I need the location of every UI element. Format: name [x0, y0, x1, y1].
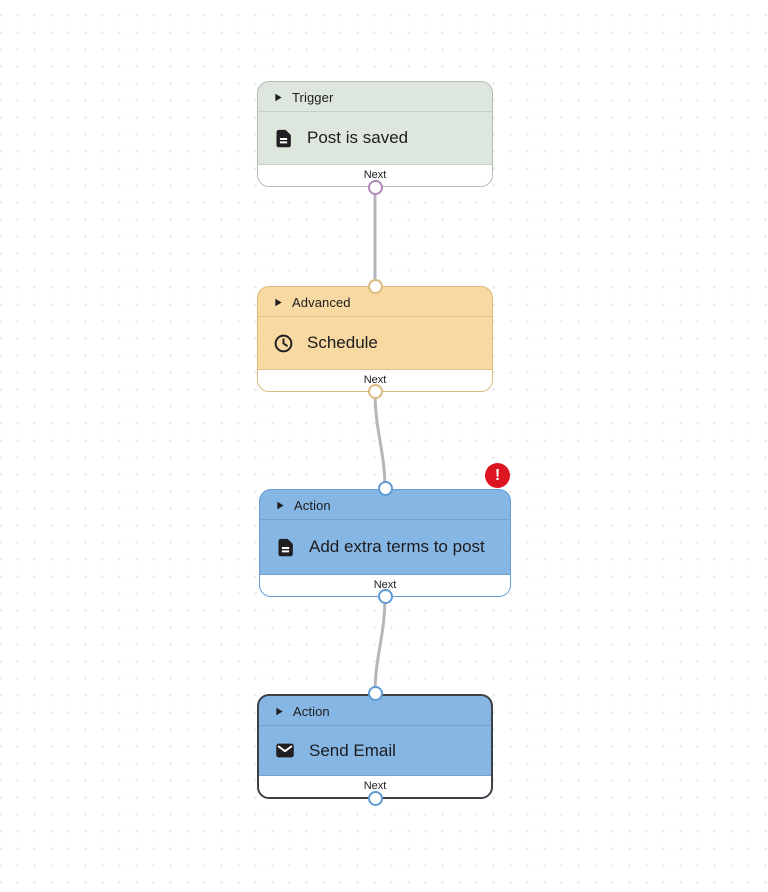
port-output-action-send-email[interactable] — [368, 791, 383, 806]
node-category-label: Action — [294, 498, 331, 513]
node-footer: Next — [258, 164, 492, 186]
document-icon — [276, 129, 291, 147]
document-icon — [278, 538, 293, 556]
node-header-collapse-toggle[interactable]: Trigger — [258, 82, 492, 112]
node-header-collapse-toggle[interactable]: Action — [259, 696, 491, 726]
edge-connector — [373, 595, 387, 696]
node-footer: Next — [259, 775, 491, 797]
port-input-advanced[interactable] — [368, 279, 383, 294]
node-body: Send Email — [259, 726, 491, 775]
node-category-label: Advanced — [292, 295, 351, 310]
node-category-label: Trigger — [292, 90, 334, 105]
node-title: Send Email — [309, 740, 396, 760]
node-action-add-extra-terms[interactable]: Action Add extra terms to post Next — [259, 489, 511, 597]
node-title: Add extra terms to post — [309, 537, 485, 556]
disclosure-triangle-icon — [275, 93, 282, 102]
port-output-action-add-extra-terms[interactable] — [378, 589, 393, 604]
next-label: Next — [363, 374, 387, 386]
node-title: Post is saved — [307, 128, 409, 147]
next-label: Next — [363, 169, 387, 181]
node-body: Add extra terms to post — [260, 520, 510, 574]
disclosure-triangle-icon — [277, 501, 284, 510]
next-label: Next — [363, 780, 387, 792]
node-footer: Next — [258, 369, 492, 391]
node-header-collapse-toggle[interactable]: Action — [260, 490, 510, 520]
disclosure-triangle-icon — [275, 298, 282, 307]
node-body: Post is saved — [258, 112, 492, 164]
error-status-badge: ! — [485, 463, 510, 488]
node-category-label: Action — [293, 704, 330, 719]
node-body: Schedule — [258, 317, 492, 369]
node-title: Schedule — [307, 333, 378, 352]
clock-icon — [274, 334, 293, 352]
node-action-send-email[interactable]: Action Send Email Next — [257, 694, 493, 799]
next-label: Next — [373, 579, 397, 591]
port-output-trigger[interactable] — [368, 180, 383, 195]
node-header-collapse-toggle[interactable]: Advanced — [258, 287, 492, 317]
error-exclamation-glyph: ! — [494, 466, 501, 484]
edge-connector — [373, 390, 387, 491]
port-input-action-add-extra-terms[interactable] — [378, 481, 393, 496]
node-footer: Next — [260, 574, 510, 596]
port-output-advanced[interactable] — [368, 384, 383, 399]
node-advanced-schedule[interactable]: Advanced Schedule Next — [257, 286, 493, 392]
node-trigger-post-is-saved[interactable]: Trigger Post is saved Next — [257, 81, 493, 187]
disclosure-triangle-icon — [276, 707, 283, 716]
port-input-action-send-email[interactable] — [368, 686, 383, 701]
mail-icon — [276, 743, 294, 758]
